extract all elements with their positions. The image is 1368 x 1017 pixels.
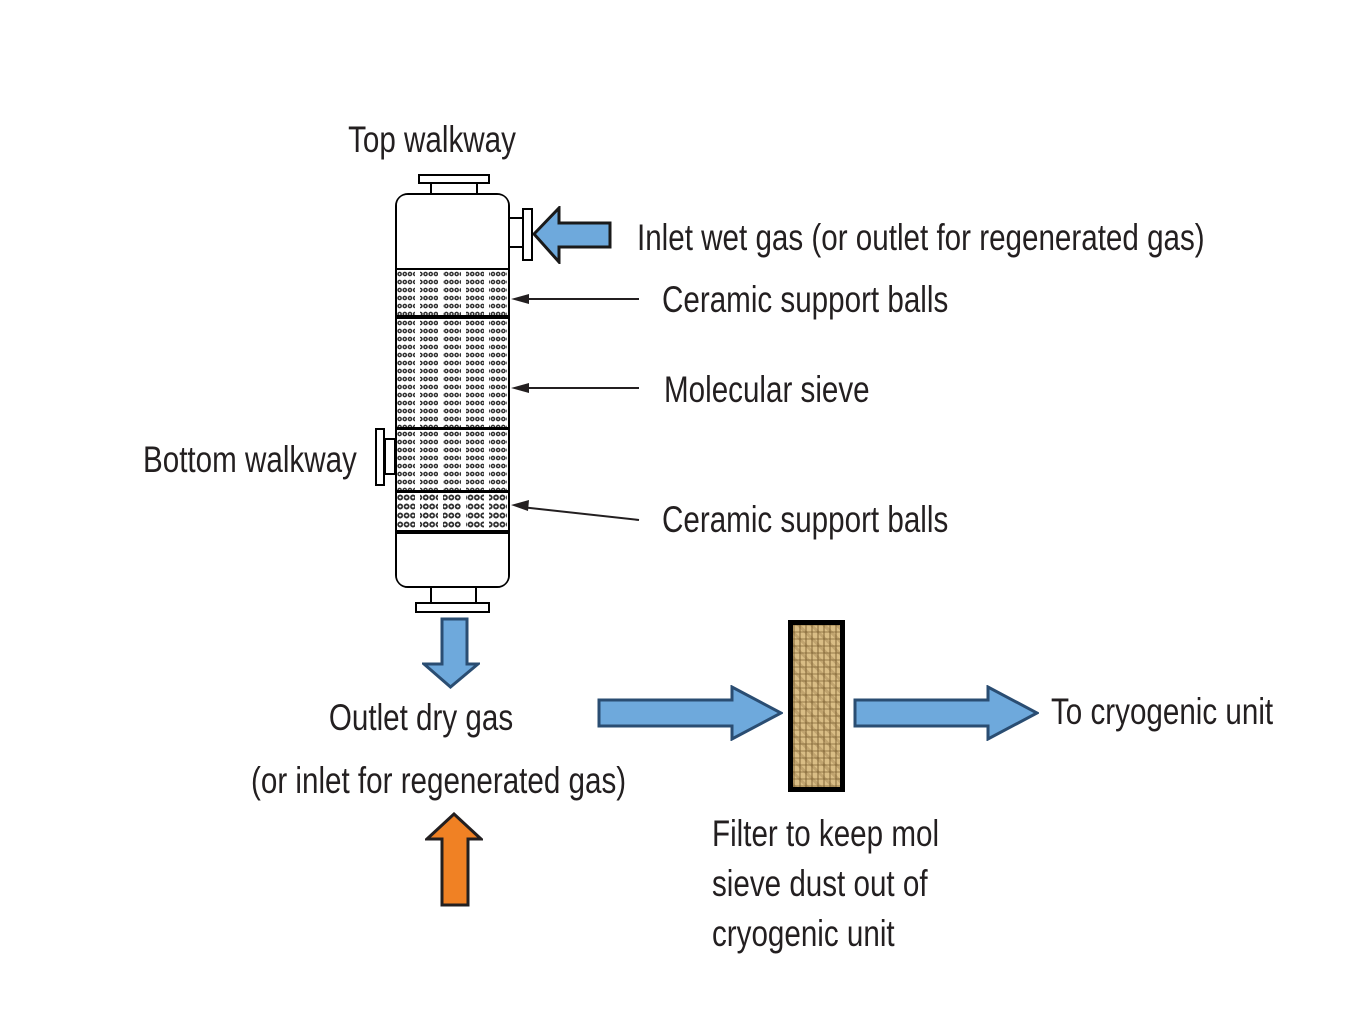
filter-caption: Filter to keep mol sieve dust out of cry…	[712, 813, 940, 954]
ceramic-bottom-pointer-arrow	[511, 500, 640, 521]
to-cryogenic-arrow-icon	[853, 685, 1039, 741]
outlet-dry-gas-arrow-icon	[422, 617, 480, 689]
inlet-wet-gas-arrow-icon	[532, 206, 612, 264]
top-walkway-label: Top walkway	[348, 119, 516, 160]
ceramic-support-balls-top-label: Ceramic support balls	[662, 279, 949, 320]
molecular-sieve-label: Molecular sieve	[664, 369, 870, 410]
ceramic-support-balls-bottom-label: Ceramic support balls	[662, 499, 949, 540]
inlet-wet-gas-label: Inlet wet gas (or outlet for regenerated…	[637, 217, 1205, 258]
to-filter-arrow-icon	[597, 685, 783, 741]
adsorber-vessel	[395, 193, 510, 588]
molecular-sieve-bed-lower	[397, 427, 508, 490]
vessel-top-head	[397, 195, 508, 268]
ceramic-balls-bottom-bed	[397, 490, 508, 530]
regenerated-gas-up-arrow-icon	[425, 812, 483, 907]
molecular-sieve-pointer-arrow	[511, 383, 639, 393]
outlet-regenerated-gas-label: (or inlet for regenerated gas)	[251, 760, 627, 801]
to-cryogenic-unit-label: To cryogenic unit	[1051, 691, 1274, 732]
bottom-nozzle-flange	[415, 602, 490, 613]
vessel-bottom-head	[397, 530, 508, 586]
inlet-nozzle-flange	[522, 208, 533, 261]
outlet-dry-gas-label: Outlet dry gas	[328, 697, 514, 738]
ceramic-top-pointer-arrow	[511, 294, 639, 304]
bottom-walkway-label: Bottom walkway	[143, 439, 357, 480]
ceramic-balls-top-bed	[397, 268, 508, 315]
molecular-sieve-bed-upper	[397, 315, 508, 427]
mol-sieve-dust-filter	[788, 620, 845, 792]
